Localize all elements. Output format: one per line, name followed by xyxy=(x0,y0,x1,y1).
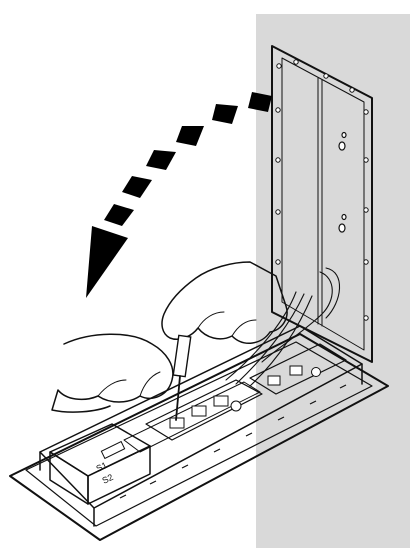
swing-arrow xyxy=(86,92,272,298)
module-label-s2: S2 xyxy=(100,472,114,486)
hand-with-screwdriver xyxy=(161,261,288,421)
terminal-module: S1 S2 xyxy=(49,423,151,505)
module-label-s1: S1 xyxy=(94,460,108,474)
supporting-hand xyxy=(51,333,174,413)
wall-shadow xyxy=(256,14,410,548)
door-screw-holes xyxy=(275,59,369,321)
circuit-board-right xyxy=(249,343,347,395)
front-door-panel xyxy=(271,45,373,363)
circuit-board-left xyxy=(145,379,263,441)
door-knobs xyxy=(338,131,347,233)
base-housing xyxy=(9,325,389,541)
connection-wires xyxy=(225,267,341,387)
housing-vent-slots xyxy=(119,384,347,499)
